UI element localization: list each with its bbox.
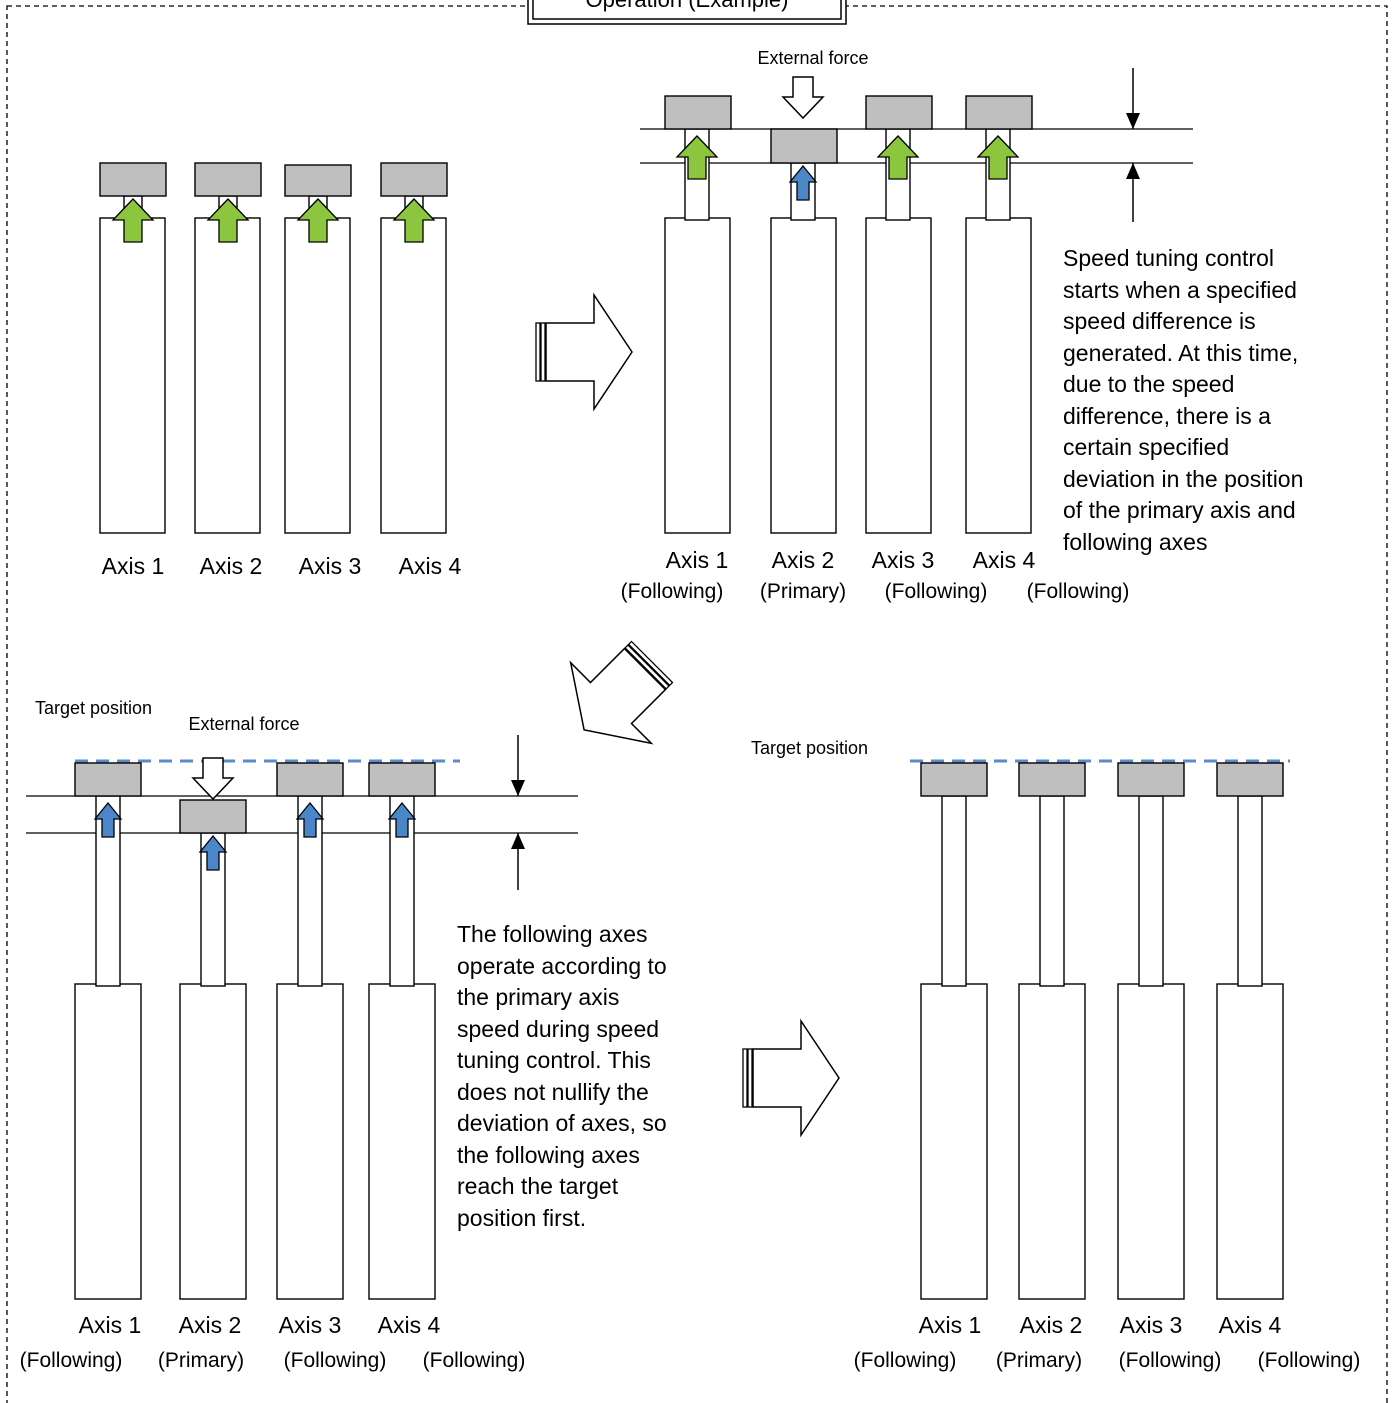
explanation-line: operate according to (457, 952, 667, 979)
green-up-arrow-icon (977, 135, 1019, 180)
explanation-line: starts when a specified (1063, 276, 1297, 303)
role-label: (Following) (423, 1349, 526, 1372)
axis-label: Axis 4 (973, 547, 1036, 573)
axis-label: Axis 1 (919, 1312, 982, 1338)
axis-label: Axis 3 (299, 553, 362, 579)
explanation-line: due to the speed (1063, 371, 1235, 397)
axis-label: Axis 2 (1020, 1312, 1083, 1338)
green-up-arrow-icon (676, 135, 718, 180)
axis-label: Axis 3 (872, 547, 935, 573)
role-label: (Following) (1119, 1349, 1222, 1372)
role-label: (Primary) (158, 1349, 244, 1372)
explanation-line: deviation in the position (1063, 465, 1304, 492)
role-label: (Following) (284, 1349, 387, 1372)
outer-dashed-frame (6, 5, 1388, 1403)
explanation-line: the following axes (457, 1141, 640, 1168)
panel-4-target-reached: Target position Axis 1 Axis 2 Axis 3 Axi… (751, 738, 1360, 1372)
panel-1-initial: Axis 1 Axis 2 Axis 3 Axis 4 (99, 162, 462, 579)
explanation-line: following axes (1063, 528, 1208, 555)
diagram-title: Operation (Example) (586, 0, 789, 12)
explanation-line: generated. At this time, (1063, 339, 1299, 366)
explanation-line: position first. (457, 1204, 587, 1231)
external-force-arrow-icon (192, 757, 234, 800)
axis-label: Axis 1 (666, 547, 729, 573)
axis-label: Axis 2 (200, 553, 263, 579)
axis-label: Axis 3 (279, 1312, 342, 1338)
explanation-line: speed difference is (1063, 308, 1256, 334)
explanation-line: speed during speed (457, 1015, 660, 1042)
flow-arrow-right-icon (535, 294, 633, 410)
flow-arrow-right-icon (742, 1020, 840, 1136)
role-label: (Following) (885, 580, 988, 603)
axis-label: Axis 4 (399, 553, 462, 579)
explanation-line: tuning control. This (457, 1047, 651, 1073)
role-label: (Following) (854, 1349, 957, 1372)
explanation-line: of the primary axis and (1063, 497, 1296, 523)
explanation-line: difference, there is a (1063, 402, 1271, 429)
role-label: (Primary) (996, 1349, 1082, 1372)
target-position-label: Target position (751, 738, 868, 758)
green-up-arrow-icon (877, 135, 919, 180)
external-force-label: External force (757, 48, 868, 68)
explanation-line: deviation of axes, so (457, 1110, 667, 1136)
role-label: (Primary) (760, 580, 846, 603)
explanation-line: certain specified (1063, 434, 1230, 460)
panel-3-explanation: The following axes operate according to … (457, 919, 667, 1234)
title-box: Operation (Example) (527, 0, 847, 25)
external-force-arrow-icon (782, 76, 824, 119)
panel-2-explanation: Speed tuning control starts when a speci… (1063, 243, 1303, 558)
axis-label: Axis 1 (102, 553, 165, 579)
explanation-line: Speed tuning control (1063, 245, 1274, 271)
explanation-line: The following axes (457, 921, 648, 947)
axis-label: Axis 2 (179, 1312, 242, 1338)
role-label: (Following) (621, 580, 724, 603)
axis-label: Axis 4 (1219, 1312, 1282, 1338)
flow-arrow-diagonal-icon (543, 620, 694, 771)
explanation-line: the primary axis (457, 984, 620, 1010)
role-label: (Following) (1027, 580, 1130, 603)
role-label: (Following) (1258, 1349, 1361, 1372)
role-label: (Following) (20, 1349, 123, 1372)
panel-3-speed-tuning: Target position External force Axis (20, 698, 578, 1372)
axis-label: Axis 1 (79, 1312, 142, 1338)
external-force-label: External force (188, 714, 299, 734)
axis-label: Axis 3 (1120, 1312, 1183, 1338)
axis-label: Axis 4 (378, 1312, 441, 1338)
explanation-line: reach the target (457, 1173, 619, 1199)
axis-label: Axis 2 (772, 547, 835, 573)
panel-2-external-force: External force Axis 1 Axis 2 Axis 3 Axis… (621, 48, 1193, 603)
explanation-line: does not nullify the (457, 1078, 649, 1105)
target-position-label: Target position (35, 698, 152, 718)
